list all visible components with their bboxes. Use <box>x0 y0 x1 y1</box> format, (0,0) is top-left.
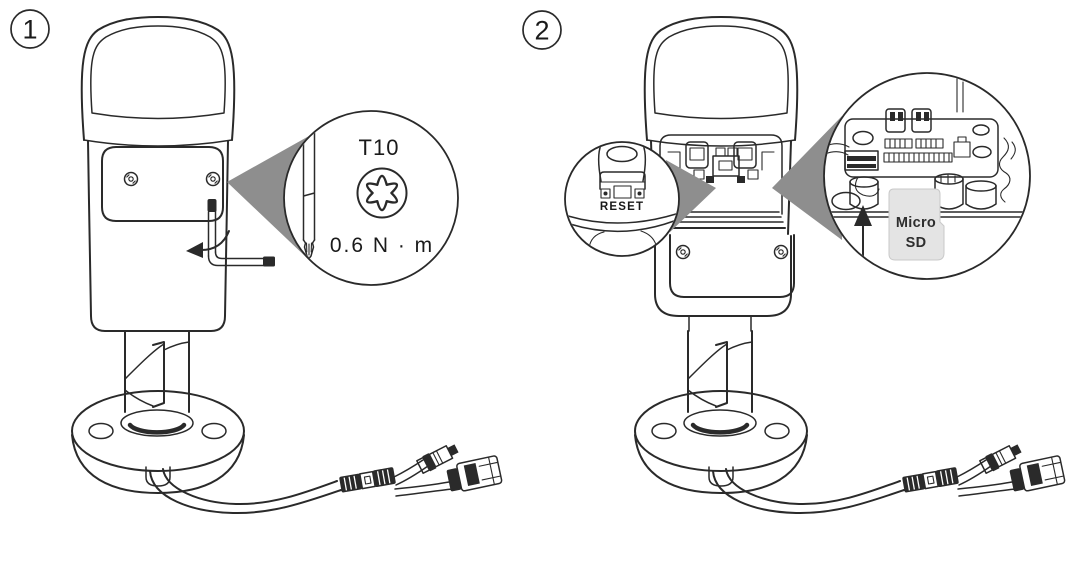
cover-screw-left <box>675 244 691 260</box>
back-panel <box>101 146 224 222</box>
reset-button-icon <box>599 171 646 199</box>
torque-label: 0.6 N · m <box>330 234 434 257</box>
open-back-cover <box>654 234 795 332</box>
step1-badge: 1 <box>10 9 50 49</box>
step2-badge: 2 <box>522 10 562 50</box>
microsd-callout: Micro SD <box>823 72 1031 280</box>
reset-callout: RESET <box>564 141 680 257</box>
step2-number: 2 <box>534 16 549 46</box>
step2-illustration: 2 <box>522 10 1065 513</box>
panel-screw-left <box>123 171 139 187</box>
step1-illustration: 1 <box>10 9 502 513</box>
callout-circle-reset <box>564 141 680 257</box>
reset-label: RESET <box>600 201 644 213</box>
panel-screw-right <box>205 171 221 187</box>
sd-slot-icon <box>844 150 879 171</box>
step1-number: 1 <box>22 15 37 45</box>
torx-callout: T10 0.6 N · m <box>283 110 459 286</box>
up-arrow-icon <box>854 205 872 259</box>
bullet-camera-1 <box>72 16 502 513</box>
bit-size-label: T10 <box>359 135 400 160</box>
cover-screw-right <box>773 244 789 260</box>
micro-sd-card-icon: Micro SD <box>888 188 945 261</box>
camera-mount-and-cables-1 <box>72 331 502 513</box>
rotate-arrow-icon <box>186 230 230 258</box>
bullet-camera-2 <box>635 16 1065 513</box>
micro-sd-label-line1: Micro <box>896 215 936 231</box>
callout-circle-torx <box>283 110 459 286</box>
torx-bit-icon <box>356 167 408 219</box>
pointer-triangle-sd <box>772 116 842 240</box>
camera-mount-and-cables-2 <box>635 331 1065 513</box>
micro-sd-label-line2: SD <box>906 235 927 251</box>
pointer-triangle-reset <box>666 160 716 232</box>
